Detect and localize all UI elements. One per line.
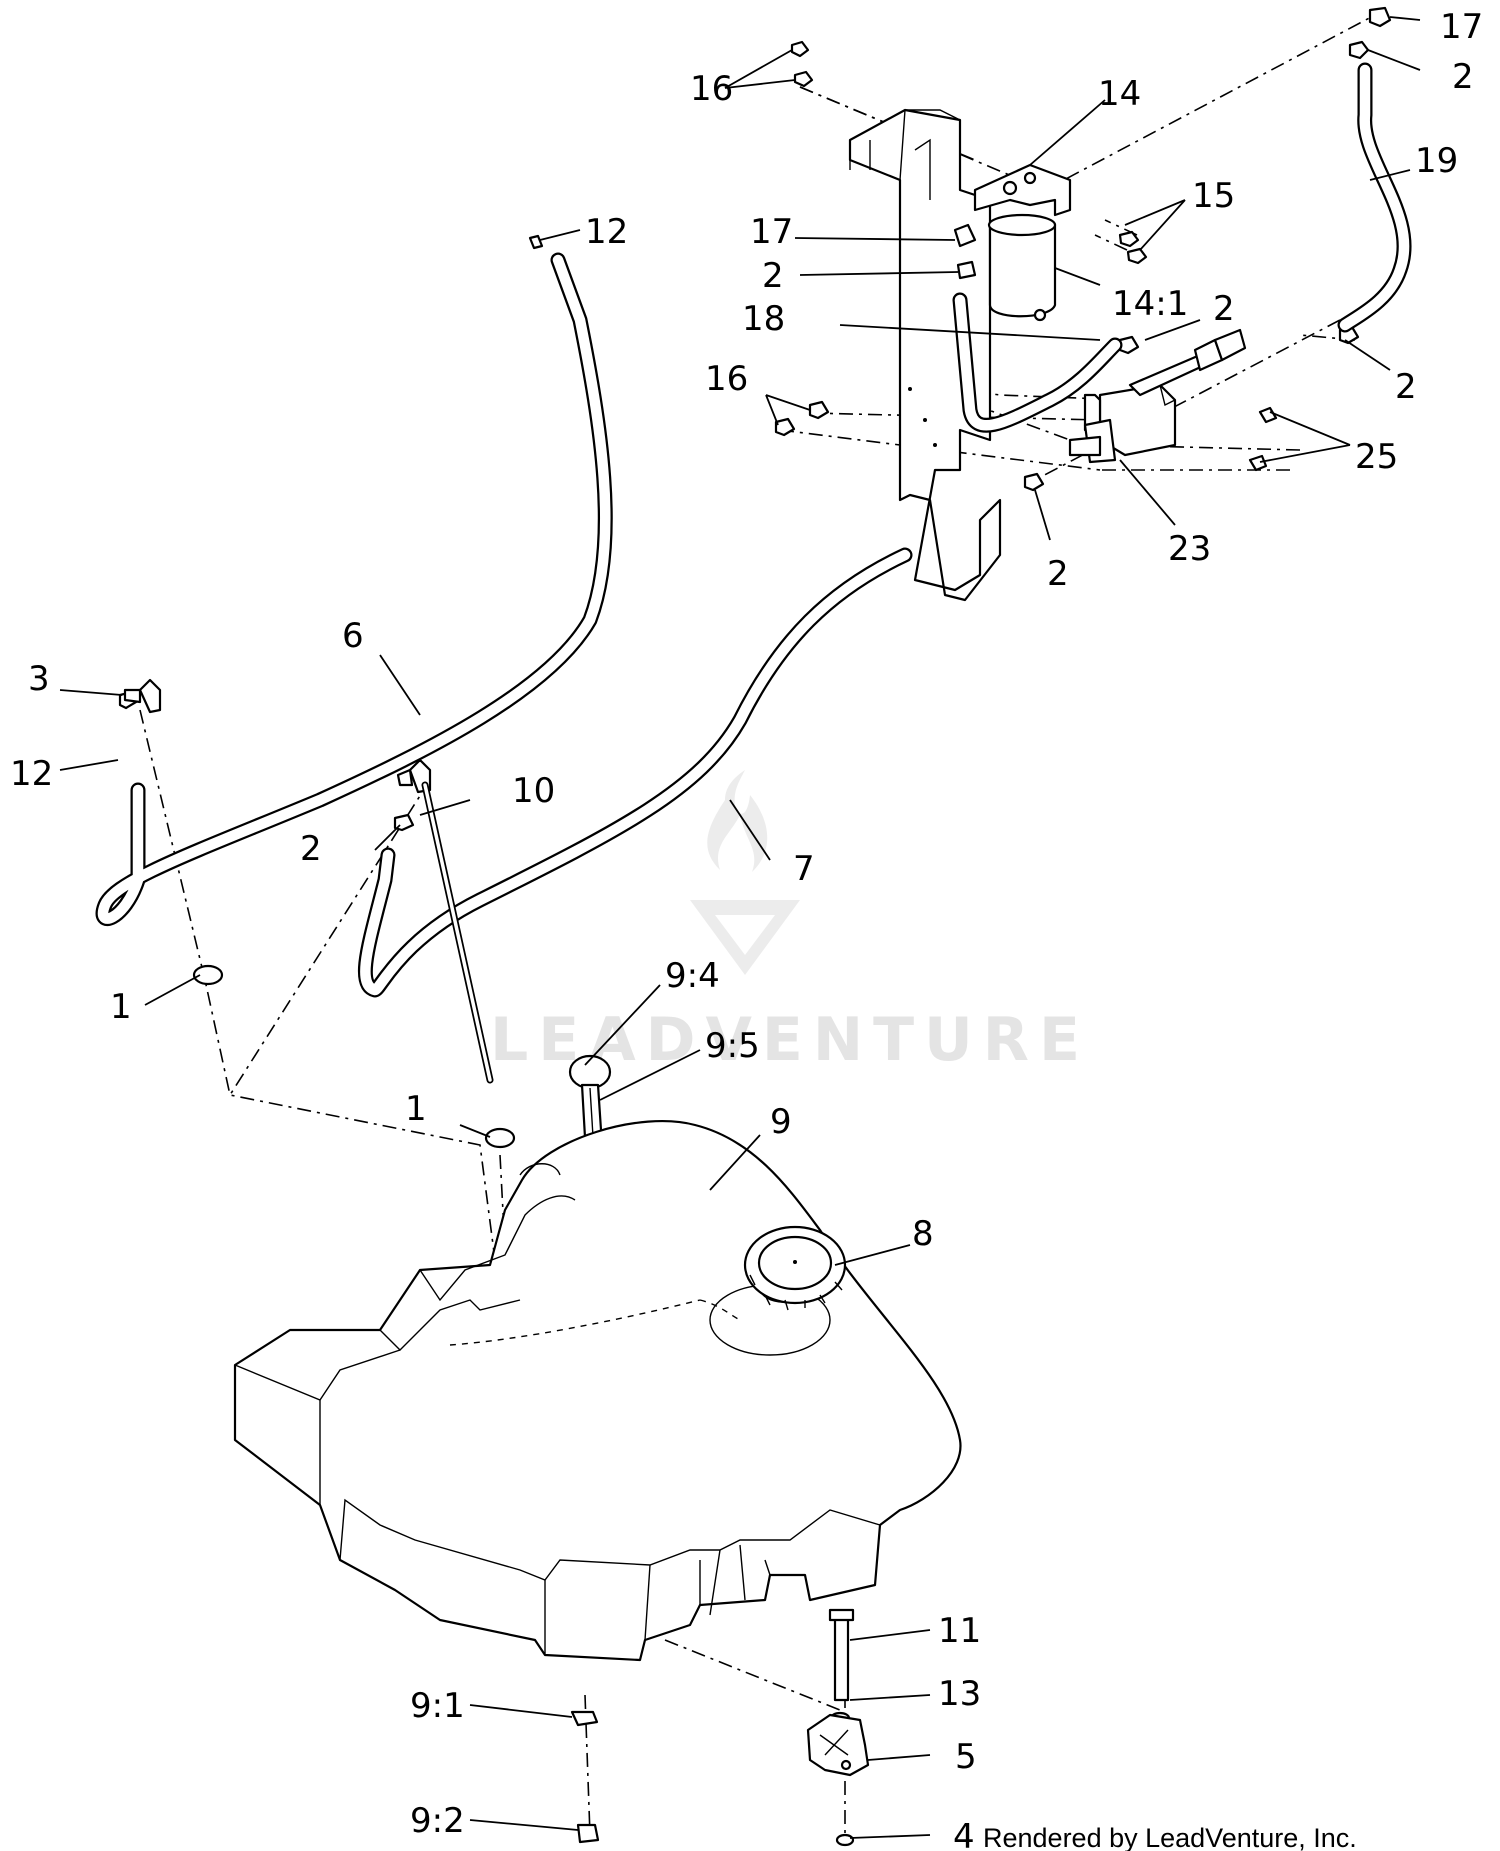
callout-6: 6 — [342, 616, 364, 656]
watermark-logo-icon — [690, 770, 800, 975]
callout-19: 19 — [1415, 141, 1458, 181]
callout-2: 2 — [762, 256, 784, 296]
callout-16: 16 — [705, 359, 748, 399]
callout-2: 2 — [1395, 367, 1417, 407]
fuel-tank — [233, 1120, 962, 1662]
callout-9-5: 9:5 — [705, 1026, 760, 1066]
callout-9-2: 9:2 — [410, 1801, 465, 1841]
callout-7: 7 — [793, 849, 815, 889]
callout-9-4: 9:4 — [665, 956, 720, 996]
callout-2: 2 — [1047, 554, 1069, 594]
leader-lines — [59, 16, 1421, 1839]
callout-2: 2 — [1452, 57, 1474, 97]
callout-12: 12 — [585, 212, 628, 252]
tank-mount — [806, 1713, 870, 1777]
callout-25: 25 — [1355, 437, 1398, 477]
callout-23: 23 — [1168, 529, 1211, 569]
callout-18: 18 — [742, 299, 785, 339]
mounting-bracket — [848, 108, 1002, 602]
callout-4: 4 — [953, 1817, 975, 1851]
callout-16: 16 — [690, 69, 733, 109]
callout-14-1: 14:1 — [1112, 284, 1188, 324]
callout-3: 3 — [28, 659, 50, 699]
callout-14: 14 — [1098, 74, 1141, 114]
render-credit: Rendered by LeadVenture, Inc. — [983, 1823, 1357, 1851]
fuel-cap — [743, 1225, 847, 1311]
callout-1: 1 — [110, 987, 132, 1027]
callout-2: 2 — [300, 829, 322, 869]
callout-17: 17 — [750, 212, 793, 252]
watermark: LEADVENTURE — [490, 770, 1080, 1075]
callout-2: 2 — [1213, 289, 1235, 329]
callout-17: 17 — [1440, 7, 1483, 47]
fuel-pump — [1068, 328, 1247, 464]
callout-9: 9 — [770, 1102, 792, 1142]
callout-11: 11 — [938, 1611, 981, 1651]
pickup-tube — [421, 781, 494, 1084]
callout-15: 15 — [1192, 176, 1235, 216]
callout-10: 10 — [512, 771, 555, 811]
hoses — [95, 62, 1412, 998]
fuel-filter-assembly — [973, 163, 1072, 322]
callout-12: 12 — [10, 754, 53, 794]
callout-1: 1 — [405, 1089, 427, 1129]
callout-5: 5 — [955, 1737, 977, 1777]
callout-8: 8 — [912, 1214, 934, 1254]
callout-9-1: 9:1 — [410, 1686, 465, 1726]
callout-labels: 17 2 16 14 19 15 12 17 2 14:1 18 2 2 16 … — [10, 7, 1483, 1851]
callout-13: 13 — [938, 1674, 981, 1714]
